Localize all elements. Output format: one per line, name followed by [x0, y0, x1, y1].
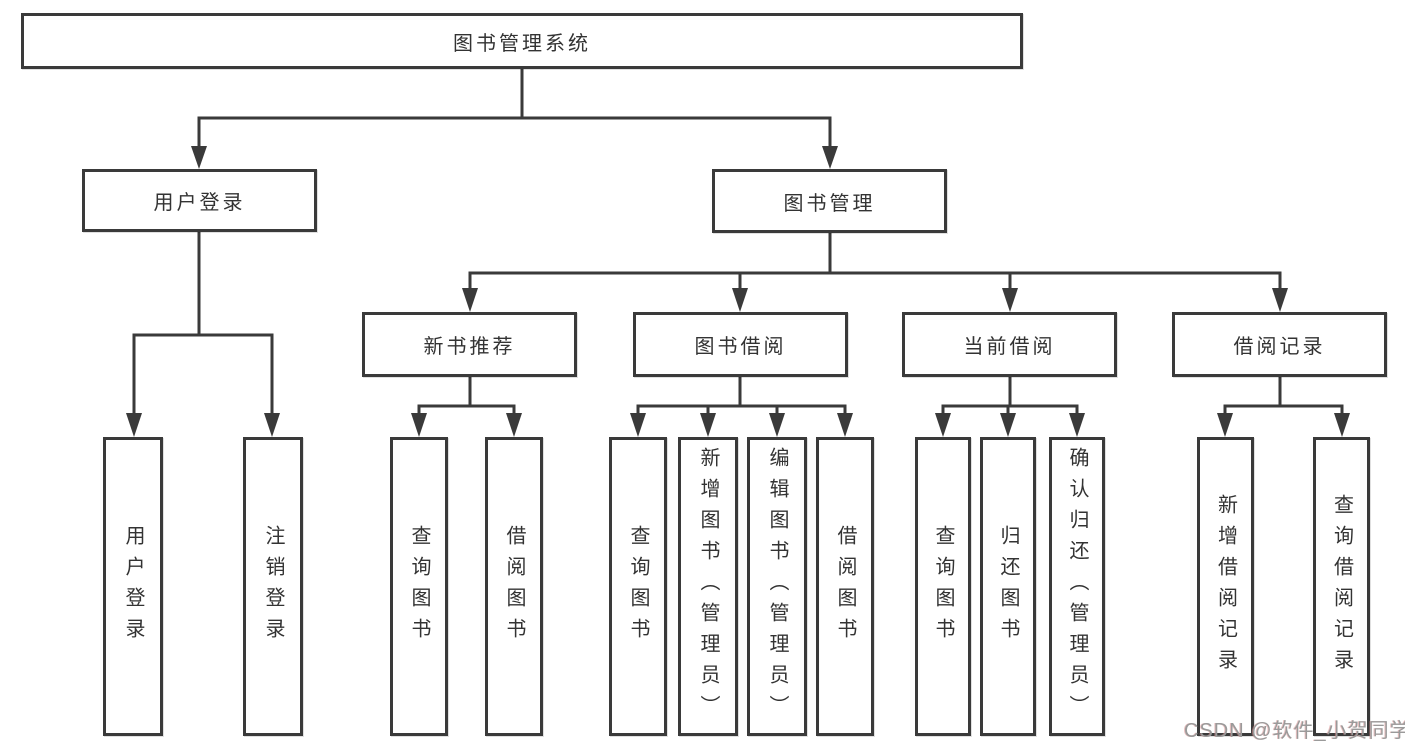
leaf-borrow-book-1-label: 借阅图书 — [503, 524, 525, 649]
node-book-management: 图书管理 — [712, 169, 947, 233]
leaf-borrow-book-1: 借阅图书 — [485, 437, 543, 736]
leaf-return-book: 归还图书 — [980, 437, 1036, 736]
connector-root-to-level2 — [197, 67, 832, 150]
leaf-confirm-return-admin-label: 确认归还（管理员） — [1066, 447, 1088, 726]
node-book-borrow-label: 图书借阅 — [694, 336, 787, 358]
connector-bookborrow-branch — [636, 375, 847, 416]
leaf-logout-label: 注销登录 — [262, 524, 284, 649]
node-new-book-recommend-label: 新书推荐 — [423, 336, 516, 358]
leaf-query-book-2: 查询图书 — [609, 437, 667, 736]
leaf-query-book-3: 查询图书 — [915, 437, 971, 736]
leaf-borrow-book-2: 借阅图书 — [816, 437, 874, 736]
leaf-query-book-2-label: 查询图书 — [627, 524, 649, 649]
node-current-borrow-label: 当前借阅 — [963, 336, 1056, 358]
leaf-confirm-return-admin: 确认归还（管理员） — [1049, 437, 1105, 736]
leaf-logout: 注销登录 — [243, 437, 303, 736]
leaf-user-login: 用户登录 — [103, 437, 163, 736]
leaf-query-borrow-record: 查询借阅记录 — [1313, 437, 1370, 736]
arrowheads-currentborrow-branch — [935, 413, 1085, 437]
connector-bookmgmt-to-level3 — [468, 231, 1282, 292]
leaf-edit-book-admin: 编辑图书（管理员） — [747, 437, 807, 736]
leaf-query-book-3-label: 查询图书 — [932, 524, 954, 649]
node-new-book-recommend: 新书推荐 — [362, 312, 577, 377]
arrowheads-userlogin-branch — [126, 413, 280, 437]
connector-newbookrec-branch — [417, 375, 516, 416]
csdn-watermark: CSDN @软件_小贺同学 — [1184, 720, 1405, 742]
node-book-borrow: 图书借阅 — [633, 312, 848, 377]
leaf-user-login-label: 用户登录 — [122, 524, 144, 649]
arrowheads-level3 — [462, 288, 1288, 312]
leaf-edit-book-admin-label: 编辑图书（管理员） — [766, 447, 788, 726]
node-book-management-label: 图书管理 — [783, 192, 876, 215]
node-root: 图书管理系统 — [21, 13, 1023, 69]
leaf-query-book-1: 查询图书 — [390, 437, 448, 736]
leaf-add-borrow-record-label: 新增借阅记录 — [1214, 493, 1237, 680]
leaf-borrow-book-2-label: 借阅图书 — [834, 524, 856, 649]
node-borrow-record: 借阅记录 — [1172, 312, 1387, 377]
arrowheads-level2 — [191, 146, 838, 169]
connector-borrowrecord-branch — [1223, 375, 1344, 416]
leaf-add-book-admin: 新增图书（管理员） — [678, 437, 738, 736]
arrowheads-borrowrecord-branch — [1217, 413, 1350, 437]
leaf-query-book-1-label: 查询图书 — [408, 524, 430, 649]
leaf-query-borrow-record-label: 查询借阅记录 — [1330, 493, 1353, 680]
connector-currentborrow-branch — [941, 375, 1079, 416]
leaf-return-book-label: 归还图书 — [997, 524, 1019, 649]
node-root-label: 图书管理系统 — [453, 32, 591, 55]
arrowheads-newbookrec-branch — [411, 413, 522, 437]
node-current-borrow: 当前借阅 — [902, 312, 1117, 377]
connector-userlogin-branch — [132, 230, 274, 416]
leaf-add-borrow-record: 新增借阅记录 — [1197, 437, 1254, 736]
node-user-login: 用户登录 — [82, 169, 317, 232]
arrowheads-bookborrow-branch — [630, 413, 853, 437]
leaf-add-book-admin-label: 新增图书（管理员） — [697, 447, 719, 726]
node-borrow-record-label: 借阅记录 — [1233, 336, 1326, 358]
node-user-login-label: 用户登录 — [153, 192, 246, 214]
